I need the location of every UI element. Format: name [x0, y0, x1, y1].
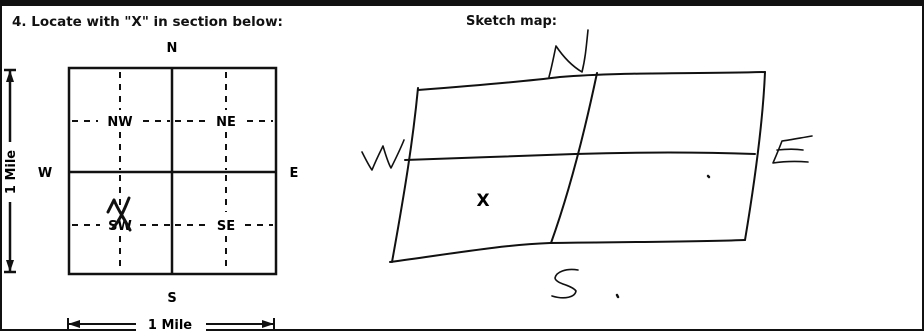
sketch-south-period [615, 293, 620, 299]
grid-west-label: W [38, 166, 52, 181]
vertical-scale-arrow-down [6, 260, 14, 272]
horizontal-scale-arrow-left [68, 320, 80, 328]
top-border [0, 0, 924, 6]
vertical-scale-label: 1 Mile [4, 150, 19, 194]
vertical-scale-arrow-up [6, 70, 14, 82]
sketch-north-letter [548, 29, 589, 78]
sketch-south-letter [551, 268, 579, 299]
sketch-middle-vertical [550, 72, 598, 244]
horizontal-scale-label: 1 Mile [148, 318, 192, 331]
quarter-se-label: SE [217, 219, 235, 234]
grid-north-label: N [167, 41, 178, 56]
sketch-map-title: Sketch map: [466, 14, 557, 29]
sketch-top-edge [417, 71, 766, 91]
sketch-stray-dot [706, 174, 711, 179]
sketch-left-edge [391, 87, 419, 263]
sketch-middle-horizontal [404, 151, 756, 161]
locate-prompt: 4. Locate with "X" in section below: [12, 14, 283, 30]
quarter-ne-label: NE [216, 115, 236, 130]
horizontal-scale-arrow-right [262, 320, 274, 328]
horizontal-scale-label-bg [136, 316, 206, 331]
quarter-nw-label: NW [107, 115, 132, 130]
sketch-x-mark: X [476, 191, 489, 211]
sketch-west-letter [361, 139, 405, 171]
sketch-right-edge [744, 71, 766, 241]
grid-south-label: S [167, 291, 176, 306]
vertical-scale-label-bg [2, 142, 18, 202]
grid-east-label: E [290, 166, 299, 181]
sketch-east-letter [772, 135, 813, 164]
sketch-bottom-edge [389, 239, 746, 263]
handwritten-x-mark [106, 196, 132, 232]
